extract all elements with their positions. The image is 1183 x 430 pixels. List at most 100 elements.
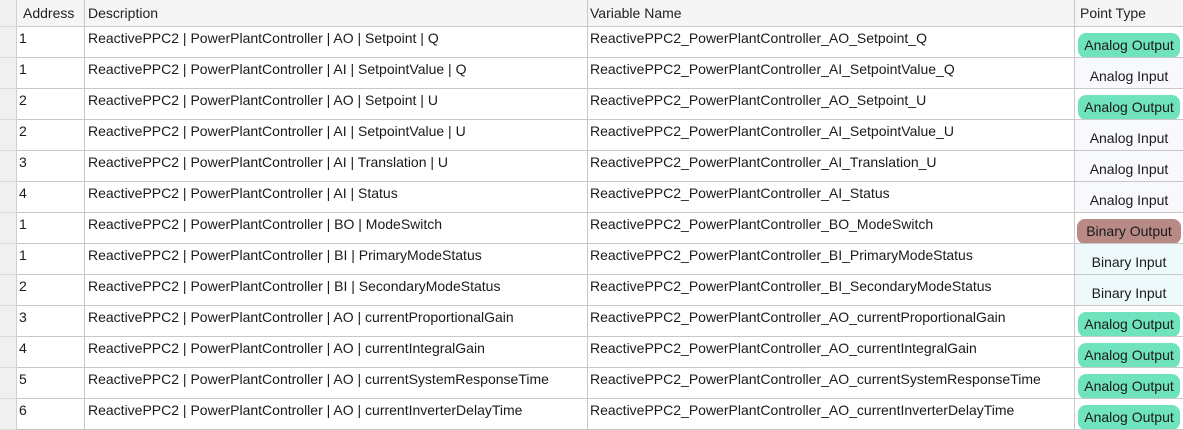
column-header-variable-name-label: Variable Name bbox=[590, 5, 682, 21]
cell-point-type[interactable]: Binary Input bbox=[1075, 275, 1183, 306]
cell-variable-name[interactable]: ReactivePPC2_PowerPlantController_AO_Set… bbox=[588, 27, 1075, 58]
row-header[interactable] bbox=[0, 27, 17, 58]
cell-point-type[interactable]: Analog Output bbox=[1075, 368, 1183, 399]
cell-address[interactable]: 5 bbox=[17, 368, 85, 399]
cell-address[interactable]: 2 bbox=[17, 120, 85, 151]
cell-description[interactable]: ReactivePPC2 | PowerPlantController | AI… bbox=[85, 120, 588, 151]
cell-description[interactable]: ReactivePPC2 | PowerPlantController | AI… bbox=[85, 182, 588, 213]
cell-description[interactable]: ReactivePPC2 | PowerPlantController | AO… bbox=[85, 306, 588, 337]
cell-point-type[interactable]: Analog Output bbox=[1075, 89, 1183, 120]
cell-point-type[interactable]: Analog Output bbox=[1075, 306, 1183, 337]
cell-address[interactable]: 1 bbox=[17, 213, 85, 244]
cell-description[interactable]: ReactivePPC2 | PowerPlantController | AO… bbox=[85, 368, 588, 399]
row-header[interactable] bbox=[0, 182, 17, 213]
point-type-badge: Analog Output bbox=[1078, 343, 1180, 367]
cell-description[interactable]: ReactivePPC2 | PowerPlantController | AI… bbox=[85, 151, 588, 182]
cell-variable-name[interactable]: ReactivePPC2_PowerPlantController_AO_cur… bbox=[588, 306, 1075, 337]
cell-address[interactable]: 1 bbox=[17, 58, 85, 89]
cell-address[interactable]: 2 bbox=[17, 89, 85, 120]
cell-description[interactable]: ReactivePPC2 | PowerPlantController | BO… bbox=[85, 213, 588, 244]
cell-variable-name[interactable]: ReactivePPC2_PowerPlantController_AO_cur… bbox=[588, 368, 1075, 399]
cell-point-type[interactable]: Analog Input bbox=[1075, 58, 1183, 89]
table-header-row: Address Description Variable Name Point … bbox=[0, 0, 1183, 27]
cell-variable-name[interactable]: ReactivePPC2_PowerPlantController_AI_Set… bbox=[588, 120, 1075, 151]
point-type-badge: Analog Output bbox=[1078, 33, 1180, 57]
column-header-point-type[interactable]: Point Type bbox=[1075, 0, 1183, 27]
row-header[interactable] bbox=[0, 151, 17, 182]
point-type-badge: Binary Output bbox=[1077, 219, 1181, 243]
point-type-badge: Analog Output bbox=[1078, 312, 1180, 336]
cell-point-type[interactable]: Analog Input bbox=[1075, 120, 1183, 151]
cell-address[interactable]: 3 bbox=[17, 306, 85, 337]
cell-variable-name[interactable]: ReactivePPC2_PowerPlantController_AO_cur… bbox=[588, 399, 1075, 430]
cell-description[interactable]: ReactivePPC2 | PowerPlantController | AO… bbox=[85, 27, 588, 58]
cell-variable-name[interactable]: ReactivePPC2_PowerPlantController_AO_cur… bbox=[588, 337, 1075, 368]
cell-point-type[interactable]: Analog Input bbox=[1075, 151, 1183, 182]
cell-point-type[interactable]: Analog Output bbox=[1075, 337, 1183, 368]
point-type-badge: Analog Input bbox=[1089, 192, 1169, 208]
row-header[interactable] bbox=[0, 58, 17, 89]
cell-variable-name[interactable]: ReactivePPC2_PowerPlantController_AO_Set… bbox=[588, 89, 1075, 120]
point-type-badge: Analog Input bbox=[1089, 68, 1169, 84]
row-header[interactable] bbox=[0, 120, 17, 151]
cell-point-type[interactable]: Binary Output bbox=[1075, 213, 1183, 244]
cell-variable-name[interactable]: ReactivePPC2_PowerPlantController_AI_Sta… bbox=[588, 182, 1075, 213]
cell-variable-name[interactable]: ReactivePPC2_PowerPlantController_BO_Mod… bbox=[588, 213, 1075, 244]
cell-description[interactable]: ReactivePPC2 | PowerPlantController | AO… bbox=[85, 399, 588, 430]
cell-address[interactable]: 1 bbox=[17, 244, 85, 275]
cell-description[interactable]: ReactivePPC2 | PowerPlantController | BI… bbox=[85, 275, 588, 306]
point-type-badge: Analog Output bbox=[1078, 405, 1180, 429]
point-type-badge: Binary Input bbox=[1091, 254, 1167, 270]
column-header-point-type-label: Point Type bbox=[1080, 5, 1146, 21]
row-header[interactable] bbox=[0, 399, 17, 430]
row-header[interactable] bbox=[0, 244, 17, 275]
cell-address[interactable]: 2 bbox=[17, 275, 85, 306]
column-header-description-label: Description bbox=[88, 5, 159, 21]
point-type-badge: Binary Input bbox=[1091, 285, 1167, 301]
cell-description[interactable]: ReactivePPC2 | PowerPlantController | AI… bbox=[85, 58, 588, 89]
column-header-address-label: Address bbox=[23, 5, 75, 21]
cell-address[interactable]: 4 bbox=[17, 182, 85, 213]
cell-variable-name[interactable]: ReactivePPC2_PowerPlantController_BI_Sec… bbox=[588, 275, 1075, 306]
column-header-variable-name[interactable]: Variable Name bbox=[588, 0, 1075, 27]
cell-variable-name[interactable]: ReactivePPC2_PowerPlantController_AI_Tra… bbox=[588, 151, 1075, 182]
row-header[interactable] bbox=[0, 306, 17, 337]
cell-point-type[interactable]: Analog Output bbox=[1075, 399, 1183, 430]
cell-variable-name[interactable]: ReactivePPC2_PowerPlantController_AI_Set… bbox=[588, 58, 1075, 89]
cell-point-type[interactable]: Analog Output bbox=[1075, 27, 1183, 58]
cell-address[interactable]: 3 bbox=[17, 151, 85, 182]
row-header[interactable] bbox=[0, 213, 17, 244]
point-type-badge: Analog Input bbox=[1089, 161, 1169, 177]
point-type-badge: Analog Output bbox=[1078, 374, 1180, 398]
cell-description[interactable]: ReactivePPC2 | PowerPlantController | AO… bbox=[85, 89, 588, 120]
cell-description[interactable]: ReactivePPC2 | PowerPlantController | BI… bbox=[85, 244, 588, 275]
cell-address[interactable]: 4 bbox=[17, 337, 85, 368]
column-header-description[interactable]: Description bbox=[85, 0, 588, 27]
row-header-corner[interactable] bbox=[0, 0, 17, 27]
row-header[interactable] bbox=[0, 368, 17, 399]
row-header[interactable] bbox=[0, 275, 17, 306]
row-header[interactable] bbox=[0, 89, 17, 120]
cell-point-type[interactable]: Binary Input bbox=[1075, 244, 1183, 275]
cell-point-type[interactable]: Analog Input bbox=[1075, 182, 1183, 213]
cell-variable-name[interactable]: ReactivePPC2_PowerPlantController_BI_Pri… bbox=[588, 244, 1075, 275]
column-header-address[interactable]: Address bbox=[17, 0, 85, 27]
cell-address[interactable]: 6 bbox=[17, 399, 85, 430]
row-header[interactable] bbox=[0, 337, 17, 368]
cell-description[interactable]: ReactivePPC2 | PowerPlantController | AO… bbox=[85, 337, 588, 368]
cell-address[interactable]: 1 bbox=[17, 27, 85, 58]
